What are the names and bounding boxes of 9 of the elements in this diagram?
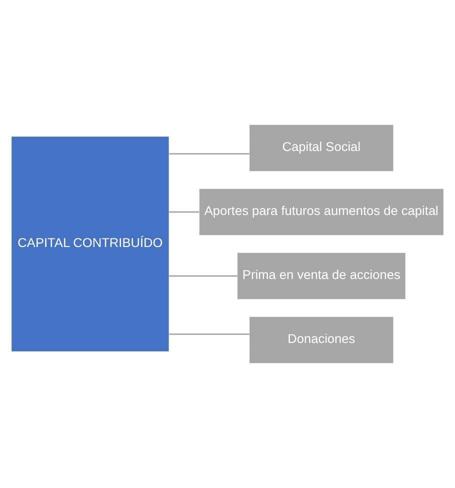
node-box: Prima en venta de acciones	[237, 252, 406, 300]
node-box: CAPITAL CONTRIBUÍDO	[12, 136, 169, 352]
node-box: Capital Social	[250, 124, 394, 172]
node-box: Aportes para futuros aumentos de capital	[199, 188, 444, 236]
node-box: Donaciones	[250, 316, 394, 364]
connector	[169, 211, 200, 213]
connector	[169, 153, 250, 155]
connector	[169, 333, 250, 335]
connector	[169, 275, 238, 277]
